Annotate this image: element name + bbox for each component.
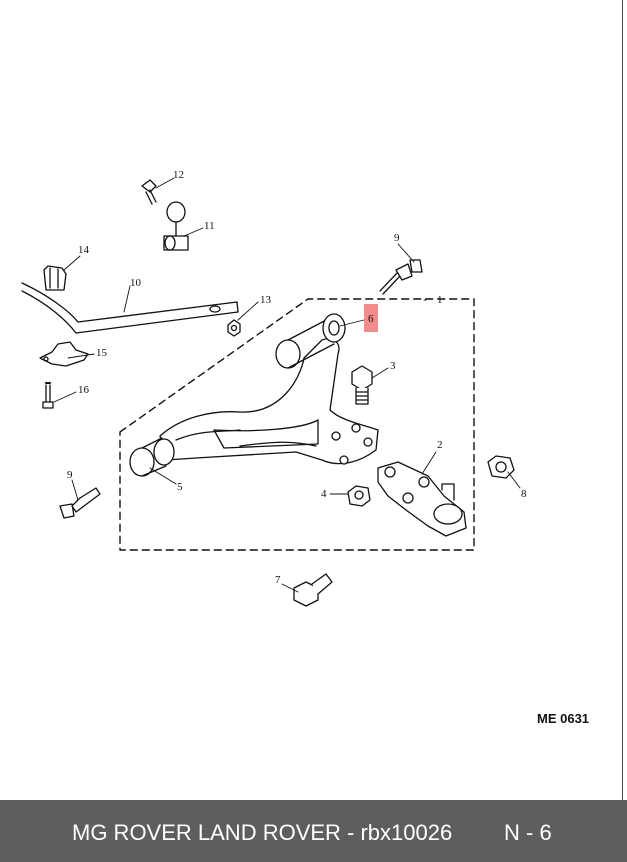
callout-15: 15 (96, 347, 107, 359)
bar-clamp (39, 341, 89, 367)
callout-16: 16 (78, 384, 89, 396)
ball-joint (377, 461, 467, 537)
footer-page-number: N - 6 (504, 820, 552, 845)
arm-bolt (351, 365, 373, 405)
ball-joint-bolt (379, 259, 423, 295)
front-bush (129, 437, 175, 477)
callout-8: 8 (521, 488, 527, 500)
frame-border (622, 0, 623, 800)
callout-12: 12 (173, 169, 184, 181)
front-bolt (59, 487, 101, 519)
link-bolt (141, 179, 157, 205)
rear-bolt (293, 573, 333, 607)
callout-9-lower: 9 (67, 469, 73, 481)
callout-2: 2 (437, 439, 443, 451)
rear-bush (275, 313, 346, 369)
footer-bar: MG ROVER LAND ROVER - rbx10026 N - 6 (0, 800, 627, 862)
callout-11: 11 (204, 220, 215, 232)
callout-9-upper: 9 (394, 232, 400, 244)
exploded-view-drawing (21, 177, 521, 607)
callout-5: 5 (177, 481, 183, 493)
parts-diagram: 1 2 3 4 5 6 7 8 9 9 10 11 12 13 14 15 16… (21, 0, 623, 800)
callout-10: 10 (130, 277, 141, 289)
link-nut (227, 319, 241, 337)
callout-1: 1 (437, 294, 443, 306)
footer-title: MG ROVER LAND ROVER - rbx10026 (72, 820, 453, 845)
arm-nut (347, 485, 371, 507)
joint-nut (487, 455, 515, 479)
callout-13: 13 (260, 294, 271, 306)
callout-6-highlighted: 6 (364, 304, 378, 332)
callout-4: 4 (321, 488, 327, 500)
assembly-boundary (119, 298, 475, 551)
callout-14: 14 (78, 244, 89, 256)
bar-bush (43, 265, 67, 291)
lower-arm (159, 338, 379, 465)
callout-3: 3 (390, 360, 396, 372)
clamp-bolt (42, 382, 54, 409)
callout-7: 7 (275, 574, 281, 586)
anti-roll-bar (21, 282, 239, 334)
drop-link (163, 201, 189, 251)
diagram-reference-code: ME 0631 (537, 711, 590, 726)
leader-lines (53, 177, 521, 593)
